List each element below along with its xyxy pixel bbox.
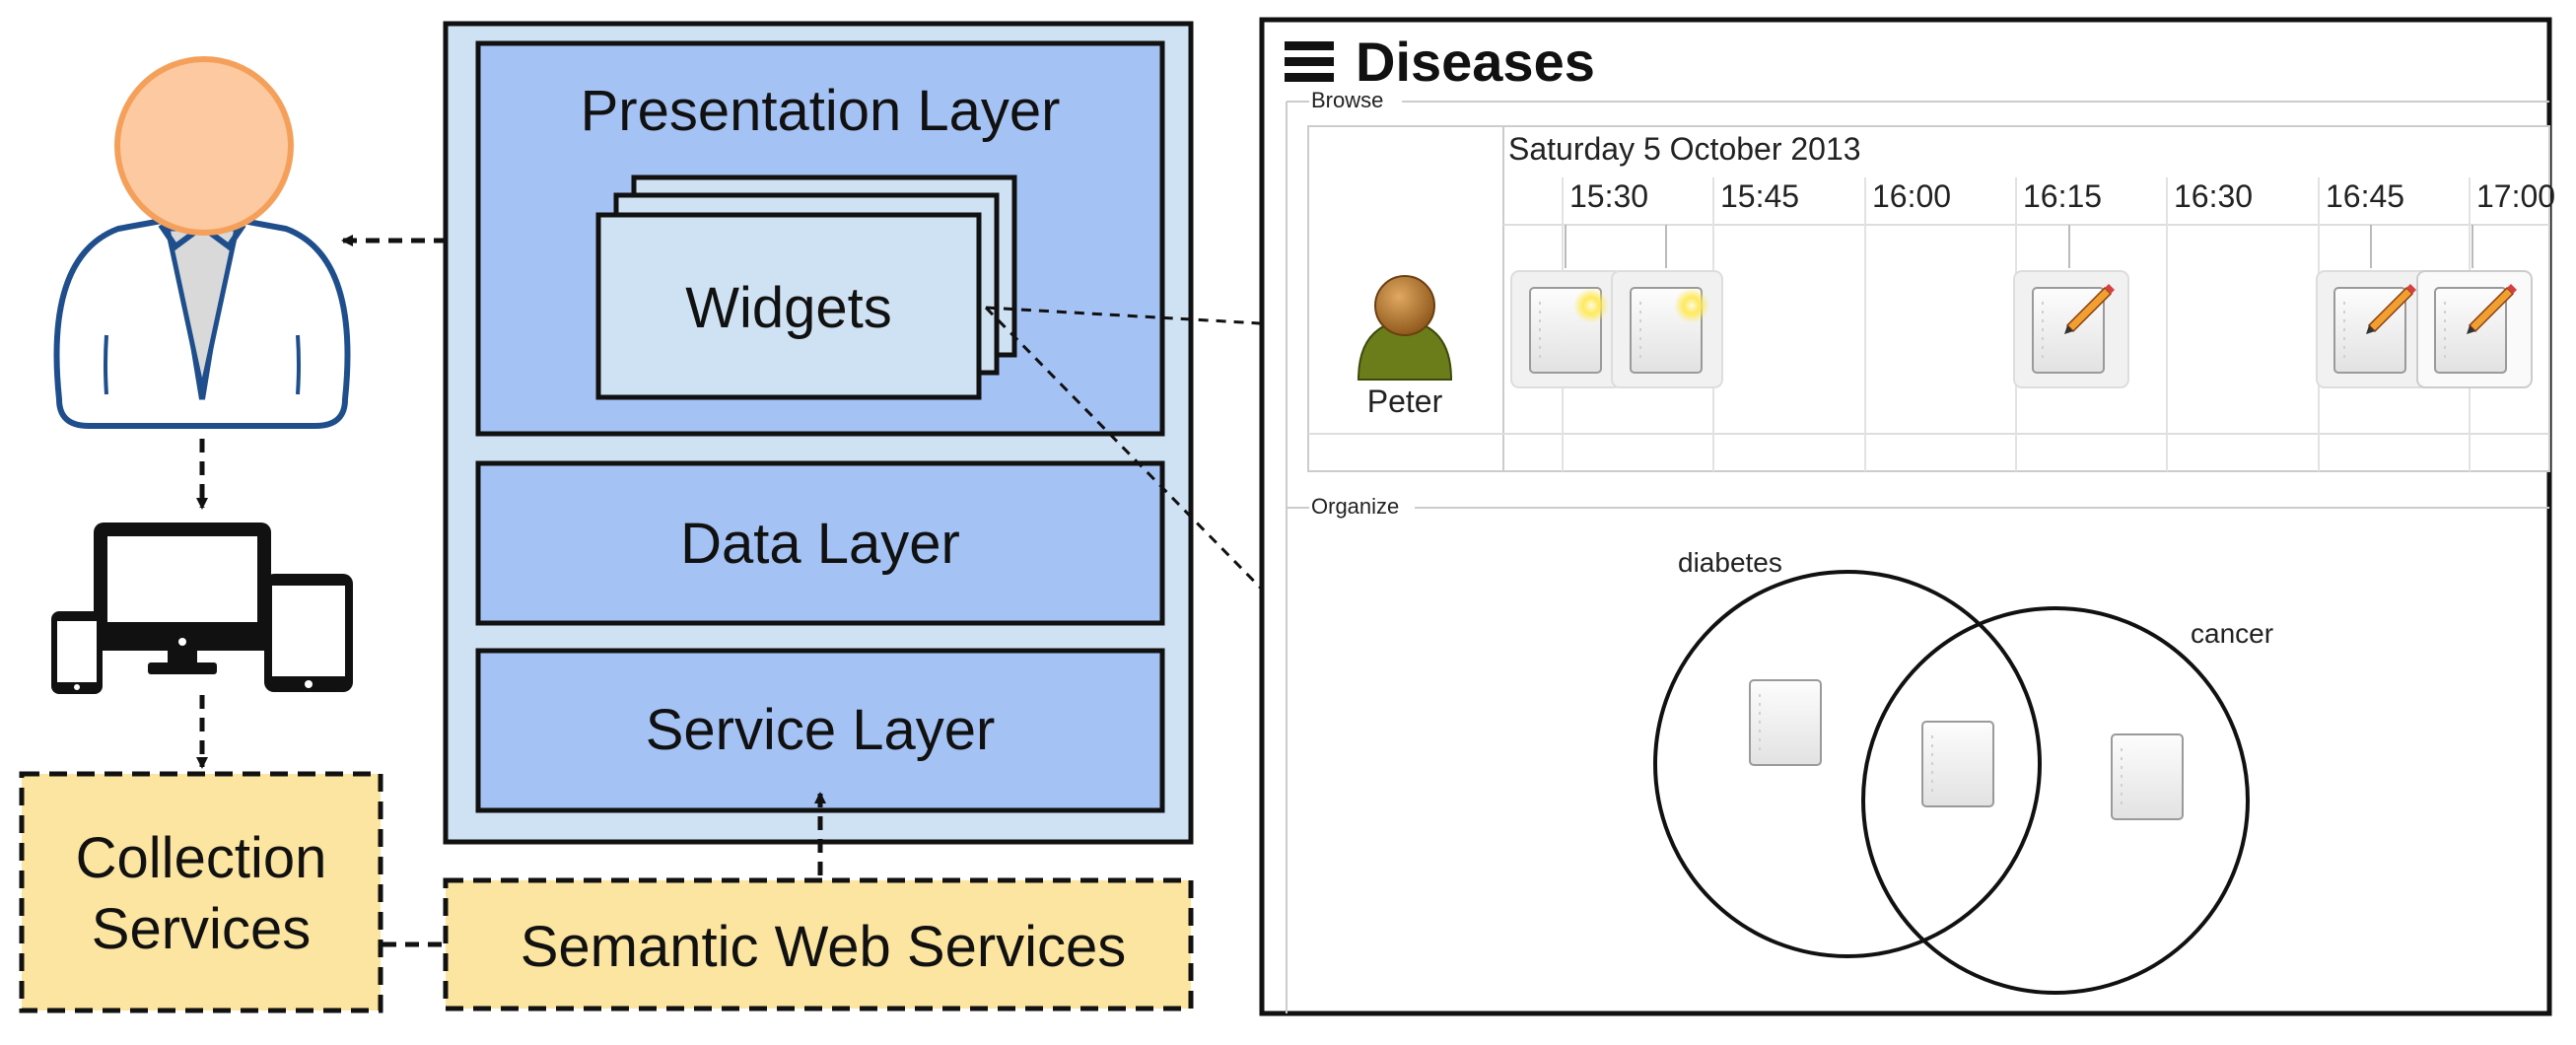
time-label: 17:00 [2476,178,2555,214]
timeline-entry[interactable] [2416,225,2533,388]
organize-section-label: Organize [1311,494,1399,519]
time-label: 16:15 [2023,178,2102,214]
diabetes-set-circle[interactable] [1653,570,2042,958]
browse-date: Saturday 5 October 2013 [1508,131,1861,167]
browse-section-label: Browse [1311,88,1383,112]
time-label: 16:45 [2326,178,2404,214]
semantic-web-services-box: Semantic Web Services [443,877,1194,1011]
diabetes-set-label: diabetes [1678,547,1782,578]
time-label: 16:00 [1872,178,1951,214]
presentation-layer-label: Presentation Layer [581,79,1061,143]
collection-services-label-line2: Services [92,897,311,961]
widgets-label: Widgets [685,276,892,340]
semantic-web-services-label: Semantic Web Services [521,915,1127,979]
timeline-entry[interactable] [1611,225,1723,388]
person-name: Peter [1367,383,1443,419]
cancer-set-circle[interactable] [1861,606,2250,995]
service-layer: Service Layer [475,648,1165,813]
document-icon[interactable] [1749,679,1822,766]
app-title: Diseases [1356,31,1595,93]
organize-section: Organize diabetes cancer [1287,494,2549,995]
data-layer-label: Data Layer [680,512,960,576]
user-avatar-icon [53,56,351,429]
timeline-entry[interactable] [2013,225,2129,388]
menu-icon[interactable] [1285,41,1334,82]
widgets-stack: Widgets [595,174,1017,400]
person-icon [1357,275,1453,381]
data-layer: Data Layer [475,460,1165,626]
browse-section: Browse Saturday 5 October 2013 15:30 15:… [1286,88,2555,1013]
time-label: 15:30 [1569,178,1648,214]
collection-services-box: Collection Services [19,771,383,1013]
time-label: 15:45 [1720,178,1799,214]
service-layer-label: Service Layer [646,698,996,762]
document-icon[interactable] [1921,721,1994,807]
cancer-set-label: cancer [2191,618,2273,649]
collection-services-label-line1: Collection [76,826,327,890]
time-label: 16:30 [2174,178,2253,214]
document-icon[interactable] [2111,733,2184,820]
devices-icon [51,522,353,694]
